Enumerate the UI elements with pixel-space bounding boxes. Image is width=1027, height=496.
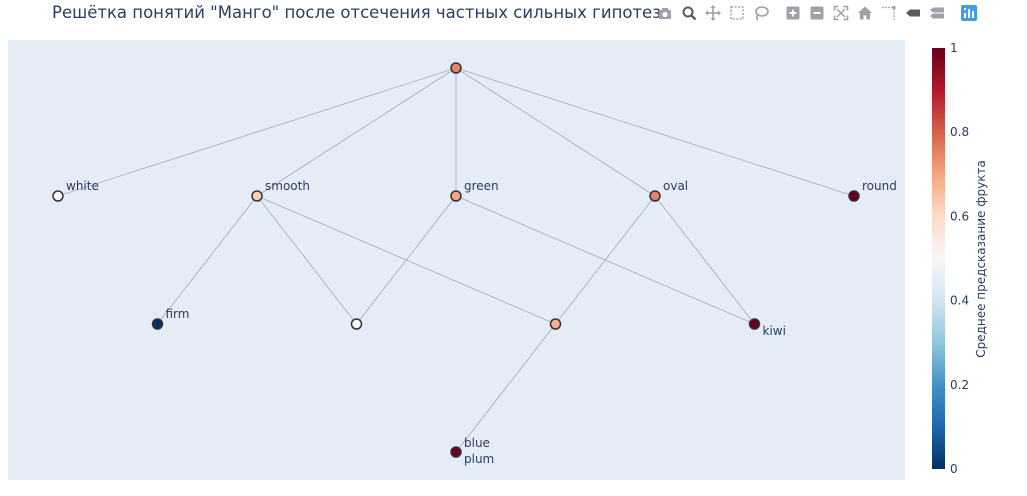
edge-green-n_sg [356, 195, 457, 325]
hover-compare-button[interactable] [927, 3, 947, 23]
colorbar-title: Среднее предсказание фрукта [974, 160, 988, 358]
node-label-bp-0: blue [464, 436, 490, 450]
node-label-white: white [66, 179, 99, 193]
colorbar-tick-label: 0.2 [950, 378, 969, 392]
pan-icon [705, 5, 721, 21]
colorbar-tick-label: 0 [950, 462, 958, 476]
node-kiwi[interactable] [748, 318, 761, 330]
node-label-smooth: smooth [265, 179, 310, 193]
spike-lines-icon [882, 6, 896, 20]
lasso-select-button[interactable] [751, 3, 771, 23]
chart-title: Решётка понятий "Манго" после отсечения … [52, 3, 661, 22]
edge-top-round [455, 67, 855, 197]
edge-smooth-n_sg [256, 195, 357, 325]
camera-icon [659, 8, 671, 19]
node-label-bp-1: plum [464, 452, 494, 466]
zoom-icon [682, 6, 697, 21]
colorbar-tick-label: 0.8 [950, 125, 969, 139]
node-n_sg[interactable] [350, 318, 363, 330]
zoom-in-icon [786, 6, 800, 20]
box-select-icon [730, 6, 744, 20]
edge-smooth-firm [157, 195, 258, 325]
node-smooth[interactable] [251, 190, 263, 202]
hover-compare-icon [930, 7, 944, 19]
node-white[interactable] [52, 190, 64, 202]
colorbar-tick-label: 0.4 [950, 294, 969, 308]
modebar [655, 2, 983, 24]
spike-lines-button[interactable] [879, 3, 899, 23]
node-label-firm: firm [166, 307, 190, 321]
node-green[interactable] [450, 190, 462, 202]
node-label-oval: oval [663, 179, 688, 193]
autoscale-button[interactable] [831, 3, 851, 23]
colorbar-tick-label: 0.6 [950, 209, 969, 223]
hover-closest-icon [906, 9, 920, 17]
node-top[interactable] [450, 62, 462, 74]
edge-top-oval [455, 67, 656, 197]
colorbar-tick-label: 1 [950, 41, 958, 55]
nodes-layer [52, 62, 860, 458]
zoom-button[interactable] [679, 3, 699, 23]
reset-axes-icon [858, 6, 872, 20]
autoscale-icon [833, 5, 849, 21]
camera-button[interactable] [655, 3, 675, 23]
zoom-out-icon [810, 6, 824, 20]
plotly-logo-button[interactable] [959, 3, 979, 23]
node-firm[interactable] [151, 318, 164, 330]
pan-button[interactable] [703, 3, 723, 23]
node-n_so[interactable] [549, 318, 562, 330]
node-label-kiwi: kiwi [763, 324, 786, 338]
colorbar: 0 0.2 0.4 0.6 0.8 1 Среднее предсказание фрук… [932, 41, 988, 476]
edge-oval-n_so [555, 195, 656, 325]
node-label-green: green [464, 179, 499, 193]
box-select-button[interactable] [727, 3, 747, 23]
plotly-logo-icon [961, 5, 977, 21]
edges-layer [57, 67, 855, 453]
labels-layer: white smooth green oval round firm kiwi blue plu… [66, 179, 897, 466]
node-label-round: round [862, 179, 897, 193]
edge-oval-kiwi [654, 195, 755, 325]
node-oval[interactable] [649, 190, 661, 202]
lasso-select-icon [755, 6, 769, 21]
hover-closest-button[interactable] [903, 3, 923, 23]
edge-n_so-bp [455, 323, 556, 453]
node-bp[interactable] [450, 446, 462, 458]
colorbar-gradient [932, 48, 945, 469]
zoom-in-button[interactable] [783, 3, 803, 23]
edge-top-smooth [256, 67, 457, 197]
edge-top-white [57, 67, 457, 197]
node-round[interactable] [848, 190, 860, 202]
reset-axes-button[interactable] [855, 3, 875, 23]
plot-background [8, 40, 905, 480]
zoom-out-button[interactable] [807, 3, 827, 23]
colorbar-ticks: 0 0.2 0.4 0.6 0.8 1 [950, 41, 969, 476]
